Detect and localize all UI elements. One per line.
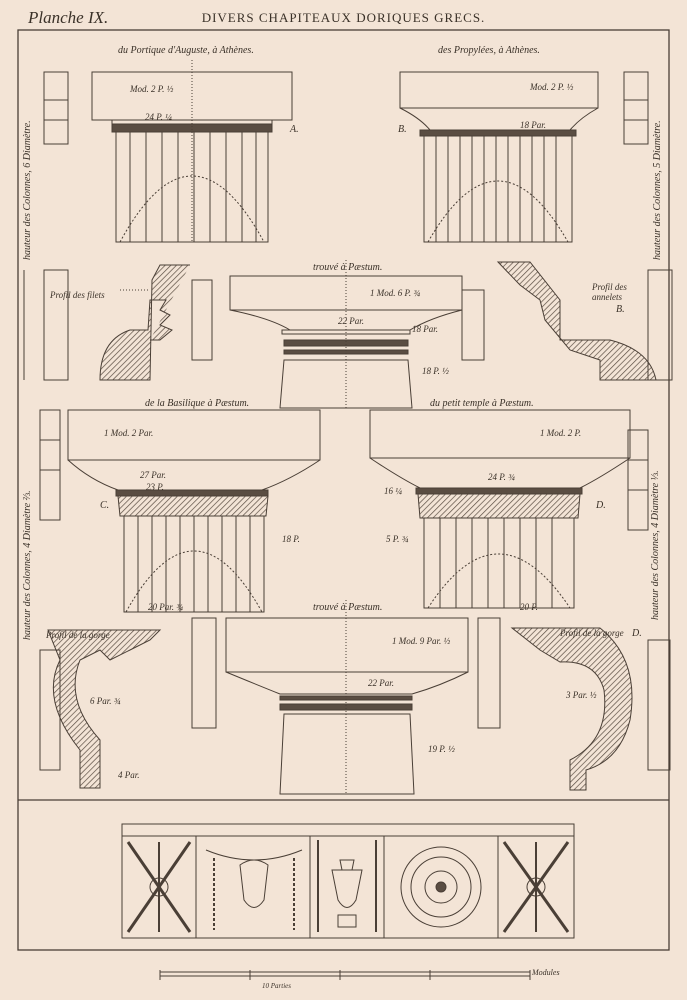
dim-c-mod: 1 Mod. 2 Par.: [104, 428, 154, 438]
dim-p1-a: 22 Par.: [338, 316, 365, 326]
dim-p2-mod: 1 Mod. 9 Par. ½: [392, 636, 451, 646]
dim-p2-b: 19 P. ½: [428, 744, 455, 754]
caption-b: des Propylées, à Athènes.: [438, 45, 540, 56]
frieze-vase: [317, 840, 377, 932]
dim-a-mod: Mod. 2 P. ½: [130, 84, 174, 94]
frieze-bucranium: [205, 849, 303, 930]
dim-gorge-left-a: 6 Par. ¾: [90, 696, 121, 706]
frieze-crossed-arms-left: [126, 841, 192, 933]
letter-d: D.: [596, 500, 606, 511]
right-scale-column-top: [623, 71, 673, 381]
plate-frame: [17, 29, 670, 951]
caption-paestum-2: trouvé à Pæstum.: [313, 602, 383, 613]
dim-gorge-right-a: 3 Par. ½: [566, 690, 597, 700]
dim-p2-a: 22 Par.: [368, 678, 395, 688]
dim-gorge-left-b: 4 Par.: [118, 770, 140, 780]
left-scale-column-top: [23, 71, 69, 381]
decorative-frieze: [121, 823, 575, 939]
frieze-rosette: [400, 846, 482, 928]
right-scale-column-bottom: [627, 429, 671, 771]
caption-d: du petit temple à Pæstum.: [430, 398, 534, 409]
side-note-bottom-left: hauteur des Colonnes, 4 Diamètre ⅔.: [22, 490, 33, 640]
dim-d-a: 24 P. ¾: [488, 472, 515, 482]
capital-paestum-1: [229, 260, 485, 409]
side-note-top-right: hauteur des Colonnes, 5 Diamètre.: [652, 120, 663, 260]
scale-label-parties: 10 Parties: [262, 982, 291, 990]
dim-p1-c: 18 P. ½: [422, 366, 449, 376]
plate-number: Planche IX.: [28, 8, 109, 27]
label-profile-annelets: Profil des annelets: [592, 282, 627, 302]
profile-gorge-left: [47, 617, 217, 789]
left-scale-column-bottom: [39, 409, 61, 771]
capital-d: [369, 409, 631, 609]
letter-c: C.: [100, 500, 110, 511]
profile-annelets: [496, 261, 657, 381]
label-profile-filets: Profil des filets: [50, 290, 105, 300]
capital-a: [91, 60, 293, 243]
caption-a: du Portique d'Auguste, à Athènes.: [118, 45, 254, 56]
letter-d-profile: D.: [632, 628, 642, 639]
profile-filets: [99, 264, 213, 381]
letter-a: A.: [290, 124, 299, 135]
dim-c-b: 23 P.: [146, 482, 164, 492]
side-note-bottom-right: hauteur des Colonnes, 4 Diamètre ⅓.: [650, 470, 661, 620]
dim-c-base: 20 Par. ¾: [148, 602, 184, 612]
dim-p1-b: 18 Par.: [412, 324, 439, 334]
dim-b-mod: Mod. 2 P. ½: [530, 82, 574, 92]
dim-c-a: 27 Par.: [140, 470, 167, 480]
dim-d-c: 5 P. ¾: [386, 534, 409, 544]
frieze-crossed-arms-right: [502, 841, 570, 933]
label-profile-gorge-right: Profil de la gorge: [560, 628, 624, 638]
dim-p1-mod: 1 Mod. 6 P. ¾: [370, 288, 421, 298]
dim-d-base: 20 P.: [520, 602, 538, 612]
caption-paestum-1: trouvé à Pæstum.: [313, 262, 383, 273]
capital-b: [399, 71, 599, 243]
caption-c: de la Basilique à Pæstum.: [145, 398, 250, 409]
scale-bar: [159, 970, 531, 980]
dim-a-width: 24 P. ¼: [145, 112, 172, 122]
dim-b-width: 18 Par.: [520, 120, 547, 130]
letter-b: B.: [398, 124, 407, 135]
dim-d-b: 16 ¼: [384, 486, 402, 496]
plate-title: DIVERS CHAPITEAUX DORIQUES GRECS.: [201, 10, 486, 25]
dim-c-c: 18 P.: [282, 534, 300, 544]
capital-c: [67, 409, 321, 613]
label-profile-gorge-left: Profil de la gorge: [46, 630, 110, 640]
profile-gorge-right: [510, 627, 633, 791]
letter-b-profile: B.: [616, 304, 625, 315]
capital-paestum-2: [225, 600, 501, 795]
scale-label-modules: Modules: [532, 968, 560, 977]
dim-d-mod: 1 Mod. 2 P.: [540, 428, 582, 438]
side-note-top-left: hauteur des Colonnes, 6 Diamètre.: [22, 120, 33, 260]
